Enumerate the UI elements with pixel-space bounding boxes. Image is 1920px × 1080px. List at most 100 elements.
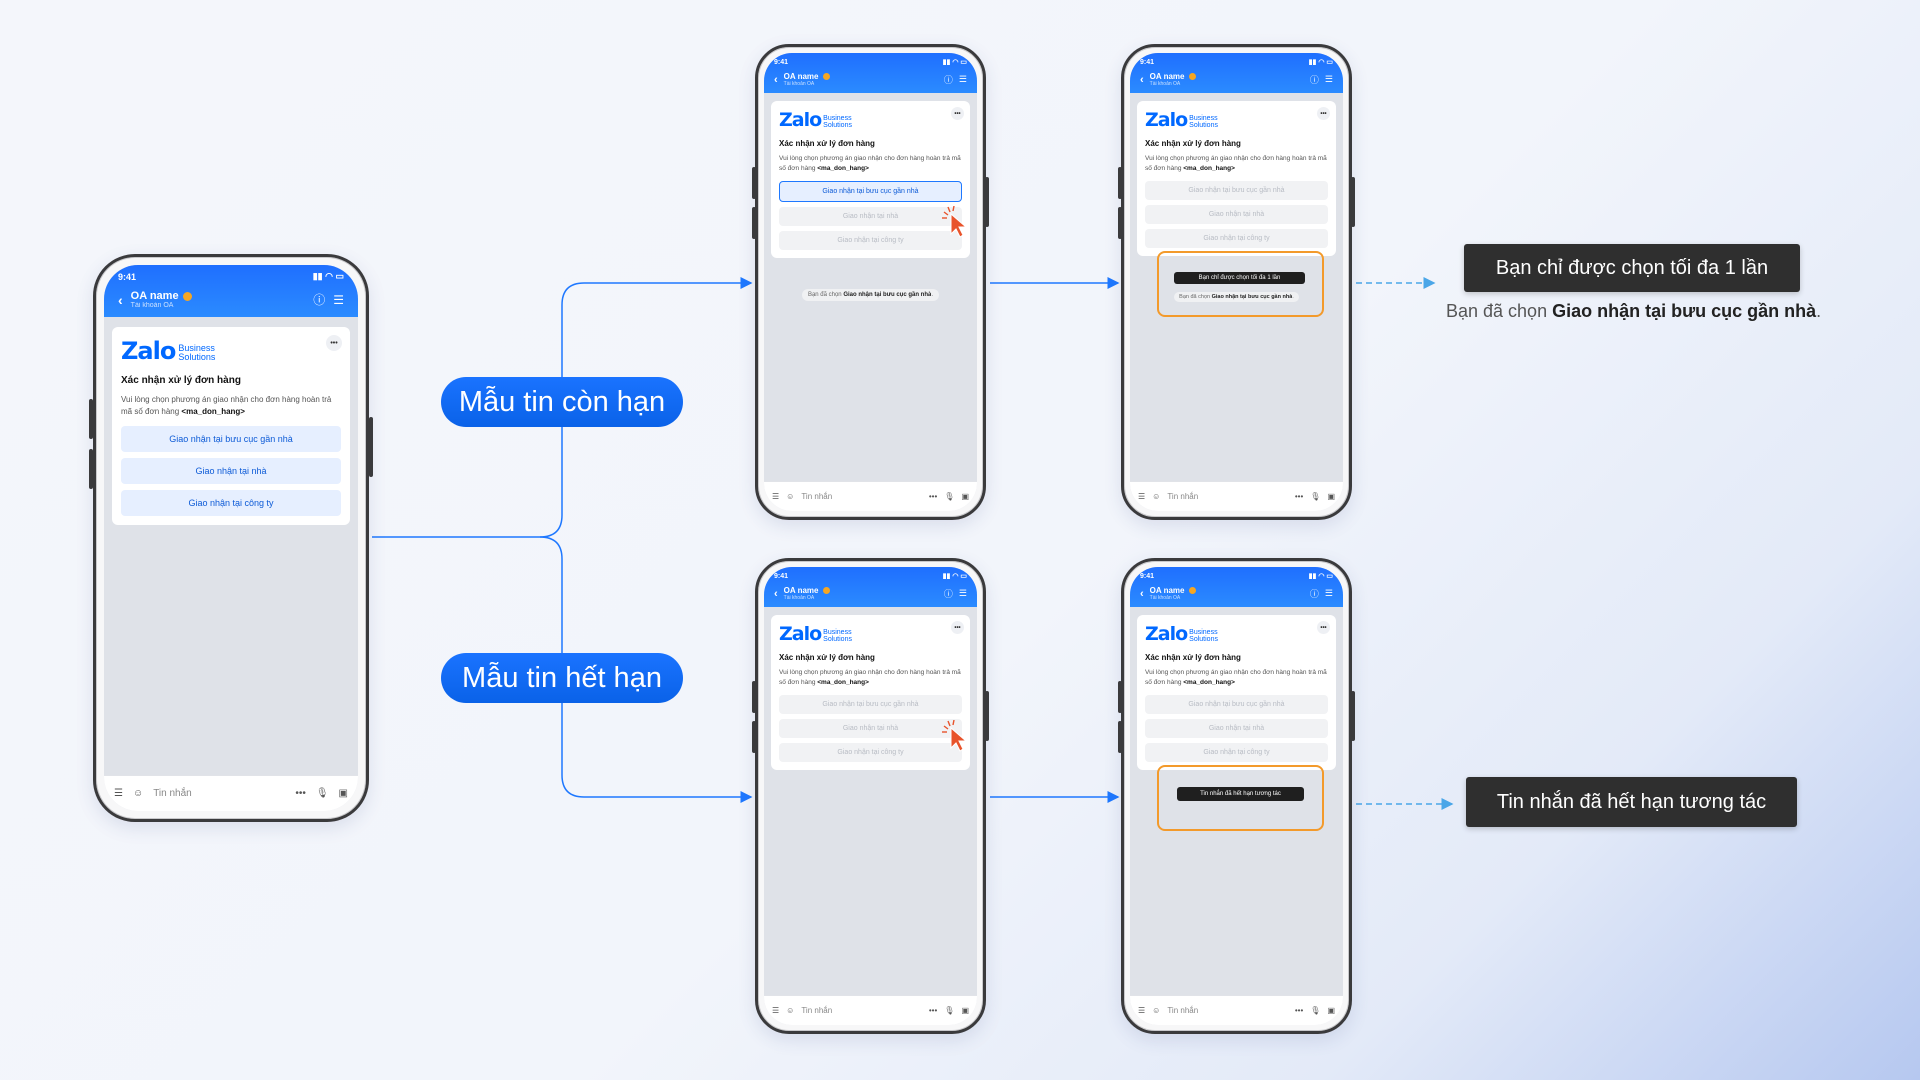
emoji-icon[interactable]: ☺ [786,492,795,501]
more-options-icon[interactable]: ••• [951,107,964,120]
phone-side-button [985,177,989,227]
message-input[interactable]: Tin nhắn [801,492,833,501]
status-bar: 9:41▮▮ ◠ ▭ [1140,572,1333,581]
card-desc-text: Vui lòng chọn phương án giao nhận cho đơ… [1145,155,1327,172]
selected-system-note: Bạn đã chọn Giao nhận tại bưu cục gần nh… [1130,292,1343,302]
menu-icon[interactable]: ☰ [1138,1006,1146,1015]
list-icon[interactable]: ☰ [333,292,344,307]
menu-icon[interactable]: ☰ [114,788,123,799]
option-home[interactable]: Giao nhận tại nhà [1145,718,1328,738]
verified-icon [822,73,830,80]
back-icon[interactable]: ‹ [1140,73,1144,86]
header-bar: 9:41 ▮▮ ◠ ▭ ‹ OA name Tài khoản OA ⓘ ☰ [104,265,358,317]
mic-icon[interactable]: 🎙 [1310,492,1321,501]
more-icon[interactable]: ••• [1294,492,1304,501]
option-post-office[interactable]: Giao nhận tại bưu cục gần nhà [779,180,962,202]
list-icon[interactable]: ☰ [958,74,967,84]
oa-subtitle: Tài khoản OA [783,595,815,601]
message-input[interactable]: Tin nhắn [153,788,192,799]
message-input[interactable]: Tin nhắn [801,1006,833,1015]
menu-icon[interactable]: ☰ [772,492,780,501]
mic-icon[interactable]: 🎙 [315,788,329,799]
more-options-icon[interactable]: ••• [1317,621,1330,634]
back-icon[interactable]: ‹ [774,73,778,86]
info-icon[interactable]: ⓘ [1309,589,1319,599]
logo-sub1: Business [178,343,215,353]
image-icon[interactable]: ▣ [961,492,969,501]
option-company[interactable]: Giao nhận tại công ty [1145,742,1328,762]
status-bar: 9:41▮▮ ◠ ▭ [1140,58,1333,67]
verified-icon [1188,587,1196,594]
back-icon[interactable]: ‹ [1140,587,1144,600]
option-company[interactable]: Giao nhận tại công ty [121,490,341,516]
phone-side-button [752,681,756,713]
more-icon[interactable]: ••• [928,492,938,501]
highlight-box [1157,251,1324,317]
list-icon[interactable]: ☰ [1324,588,1333,598]
card-title: Xác nhận xử lý đơn hàng [121,375,241,386]
phone-side-button [1118,681,1122,713]
option-home[interactable]: Giao nhận tại nhà [1145,204,1328,224]
option-post-office[interactable]: Giao nhận tại bưu cục gần nhà [121,426,341,452]
phone-side-button [752,721,756,753]
order-code: <ma_don_hang> [181,407,245,416]
image-icon[interactable]: ▣ [338,788,348,799]
info-icon[interactable]: ⓘ [1309,75,1319,85]
more-icon[interactable]: ••• [928,1006,938,1015]
image-icon[interactable]: ▣ [1327,492,1335,501]
more-options-icon[interactable]: ••• [326,335,342,351]
info-icon[interactable]: ⓘ [943,589,953,599]
logo-sub1: Business [1189,115,1218,122]
status-time: 9:41 [774,572,789,580]
phone-side-button [1351,691,1355,741]
status-time: 9:41 [1140,58,1155,66]
image-icon[interactable]: ▣ [961,1006,969,1015]
more-icon[interactable]: ••• [295,788,306,799]
logo-sub1: Business [823,629,852,636]
option-home[interactable]: Giao nhận tại nhà [779,718,962,738]
oa-name: OA name [783,72,819,81]
menu-icon[interactable]: ☰ [1138,492,1146,501]
emoji-icon[interactable]: ☺ [132,788,144,799]
back-icon[interactable]: ‹ [118,291,123,308]
option-company[interactable]: Giao nhận tại công ty [779,230,962,250]
option-post-office[interactable]: Giao nhận tại bưu cục gần nhà [1145,180,1328,200]
status-bar: 9:41 ▮▮ ◠ ▭ [118,271,344,282]
label-valid-template: Mẫu tin còn hạn [441,377,683,427]
option-post-office[interactable]: Giao nhận tại bưu cục gần nhà [1145,694,1328,714]
more-options-icon[interactable]: ••• [951,621,964,634]
option-company[interactable]: Giao nhận tại công ty [1145,228,1328,248]
option-company[interactable]: Giao nhận tại công ty [779,742,962,762]
list-icon[interactable]: ☰ [1324,74,1333,84]
back-icon[interactable]: ‹ [774,587,778,600]
info-icon[interactable]: ⓘ [943,75,953,85]
mic-icon[interactable]: 🎙 [1310,1006,1321,1015]
message-input[interactable]: Tin nhắn [1167,492,1199,501]
image-icon[interactable]: ▣ [1327,1006,1335,1015]
logo-sub2: Solutions [178,352,216,362]
emoji-icon[interactable]: ☺ [1152,492,1161,501]
note-suffix: . [1292,294,1294,300]
mic-icon[interactable]: 🎙 [944,1006,955,1015]
highlight-box [1157,765,1324,831]
more-options-icon[interactable]: ••• [1317,107,1330,120]
list-icon[interactable]: ☰ [958,588,967,598]
note-option: Giao nhận tại bưu cục gần nhà [1211,294,1293,300]
option-home[interactable]: Giao nhận tại nhà [121,458,341,484]
emoji-icon[interactable]: ☺ [1152,1006,1161,1015]
message-input[interactable]: Tin nhắn [1167,1006,1199,1015]
logo-sub1: Business [1189,629,1218,636]
emoji-icon[interactable]: ☺ [786,1006,795,1015]
menu-icon[interactable]: ☰ [772,1006,780,1015]
info-icon[interactable]: ⓘ [313,293,326,307]
option-post-office[interactable]: Giao nhận tại bưu cục gần nhà [779,694,962,714]
more-icon[interactable]: ••• [1294,1006,1304,1015]
mic-icon[interactable]: 🎙 [944,492,955,501]
option-home[interactable]: Giao nhận tại nhà [779,206,962,226]
